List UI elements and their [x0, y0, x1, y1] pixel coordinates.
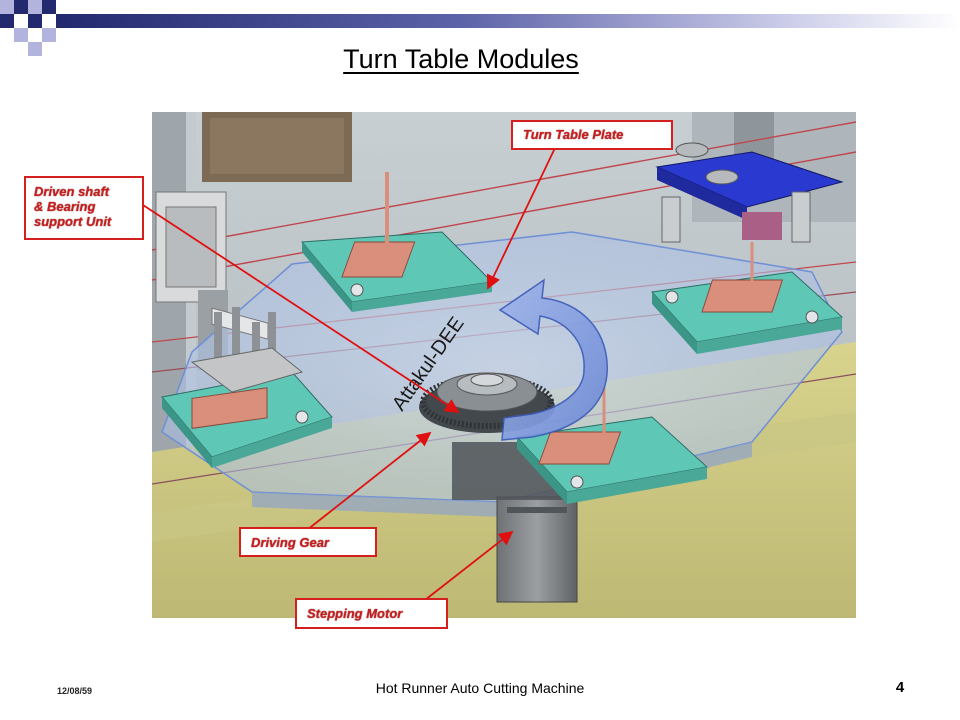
- corner-square-5: [0, 14, 14, 28]
- corner-square-7: [14, 28, 28, 42]
- corner-square-3: [28, 0, 42, 14]
- corner-square-1: [0, 0, 14, 14]
- callout-driving-gear: Driving Gear: [239, 527, 377, 557]
- callout-stepping-motor: Stepping Motor: [295, 598, 448, 629]
- corner-square-8: [42, 28, 56, 42]
- corner-square-2: [14, 0, 28, 14]
- corner-square-6: [28, 14, 42, 28]
- slide-title: Turn Table Modules: [343, 44, 579, 74]
- corner-square-9: [28, 42, 42, 56]
- page-number: 4: [895, 679, 905, 696]
- corner-square-4: [42, 0, 56, 14]
- callout-driven-shaft: Driven shaft & Bearing support Unit: [24, 176, 144, 240]
- header-gradient-bar: [56, 14, 960, 28]
- footer-date: 12/08/59: [57, 686, 93, 696]
- footer-title: Hot Runner Auto Cutting Machine: [375, 680, 585, 696]
- callout-turn-table-plate: Turn Table Plate: [511, 120, 673, 150]
